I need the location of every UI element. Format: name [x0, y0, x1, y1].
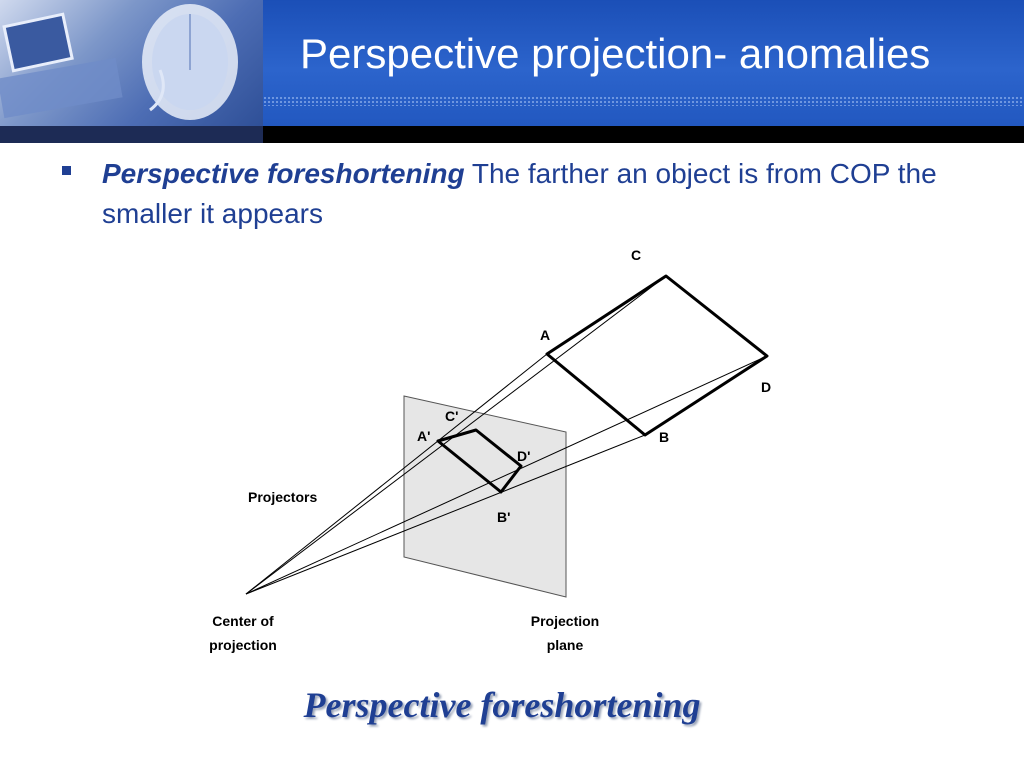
- label-d-prime: D': [517, 448, 530, 464]
- label-c-prime: C': [445, 408, 458, 424]
- square-bullet-icon: [62, 166, 71, 175]
- label-b: B: [659, 429, 669, 445]
- label-projectors: Projectors: [248, 489, 317, 505]
- projector-to-b: [245, 434, 646, 595]
- bullet-emphasis: Perspective foreshortening: [102, 158, 465, 189]
- laptop-mouse-image: [0, 4, 238, 120]
- projector-to-d: [245, 355, 768, 595]
- bullet-text: Perspective foreshortening The farther a…: [102, 154, 942, 234]
- slide-title: Perspective projection- anomalies: [300, 30, 931, 77]
- projector-to-a: [245, 353, 548, 595]
- header-photo: [0, 0, 263, 128]
- label-c: C: [631, 247, 641, 263]
- projection-plane: [403, 395, 567, 598]
- image-abcd-prime: [436, 428, 523, 494]
- label-d: D: [761, 379, 771, 395]
- object-abcd: [545, 274, 769, 437]
- label-a: A: [540, 327, 550, 343]
- label-center-line1: Center of: [212, 613, 274, 629]
- diagram-caption: Perspective foreshortening: [303, 685, 701, 725]
- title-bar-dots: [263, 96, 1024, 106]
- label-plane-line1: Projection: [531, 613, 599, 629]
- label-b-prime: B': [497, 509, 510, 525]
- label-center-line2: projection: [209, 637, 277, 653]
- label-a-prime: A': [417, 428, 430, 444]
- bullet-body: The farther an object is from COP the sm…: [102, 158, 937, 229]
- label-plane-line2: plane: [547, 637, 584, 653]
- header-rule-left: [0, 126, 263, 143]
- slide-header: Perspective projection- anomalies: [0, 0, 1024, 143]
